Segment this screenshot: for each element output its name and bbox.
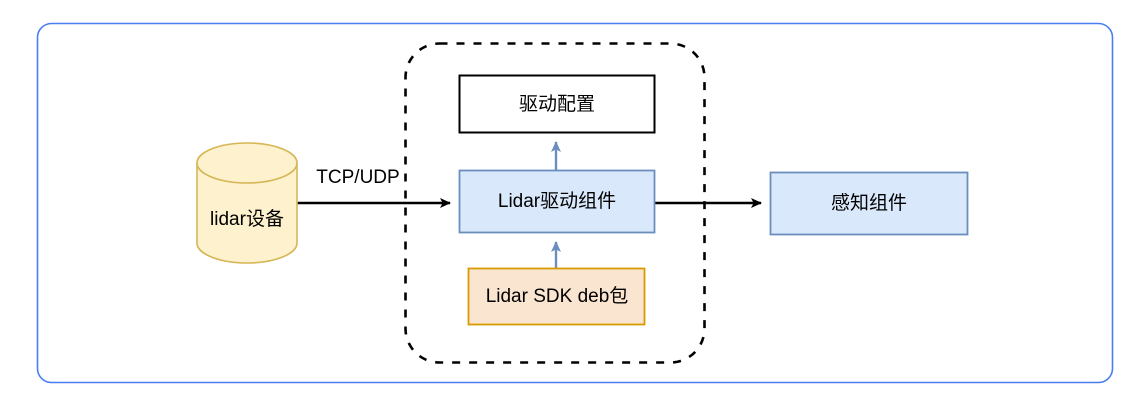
outer-frame: [36, 22, 1114, 384]
node-label-perception-component: 感知组件: [831, 192, 907, 214]
node-label-lidar-sdk-deb: Lidar SDK deb包: [486, 285, 629, 307]
node-label-driver-config: 驱动配置: [519, 93, 595, 115]
lidar-sdk-deb-box: [467, 267, 646, 326]
node-lidar-device[interactable]: lidar设备: [196, 142, 298, 264]
cylinder-top: [196, 142, 298, 184]
driver-config-box: [458, 74, 656, 134]
node-lidar-driver-component[interactable]: Lidar驱动组件: [458, 169, 656, 234]
node-perception-component[interactable]: 感知组件: [769, 171, 969, 236]
lidar-driver-component-box: [458, 169, 656, 234]
node-label-lidar-driver-component: Lidar驱动组件: [498, 190, 616, 212]
node-driver-config[interactable]: 驱动配置: [458, 74, 656, 134]
edge-label-tcp-udp: TCP/UDP: [316, 167, 399, 188]
node-lidar-sdk-deb[interactable]: Lidar SDK deb包: [467, 267, 646, 326]
perception-component-box: [769, 171, 969, 236]
cylinder-body: [196, 162, 298, 264]
node-label-lidar-device: lidar设备: [210, 208, 284, 230]
